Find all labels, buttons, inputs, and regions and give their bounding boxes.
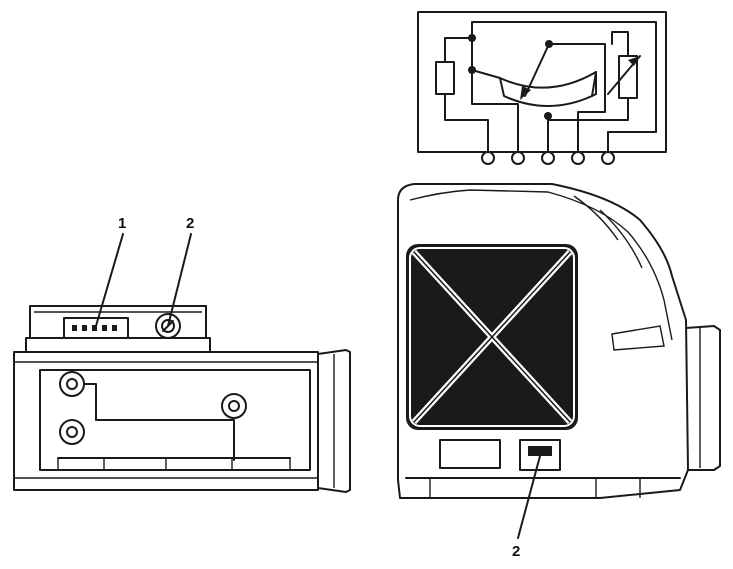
leader-line	[167, 233, 192, 327]
callout-screw-side: 2	[167, 215, 194, 327]
wire-fixed-bottom	[444, 93, 489, 153]
connector-pin	[82, 325, 87, 331]
callout-label-connector: 1	[118, 215, 126, 232]
potentiometer-track	[499, 71, 597, 107]
cross-brace-line	[413, 251, 571, 423]
connector-pin	[112, 325, 117, 331]
housing-base-plate	[25, 337, 211, 353]
inlet-duct	[685, 325, 721, 471]
mounting-boss	[221, 393, 247, 419]
body-rib	[83, 383, 235, 461]
adjusting-screw-cover	[519, 439, 561, 471]
potentiometer-wiper	[524, 43, 550, 97]
wire-variable	[547, 97, 629, 153]
adjusting-screw-head	[161, 319, 175, 333]
terminal-pin	[541, 151, 555, 165]
outlet-flange	[317, 349, 351, 493]
junction-dot	[544, 112, 552, 120]
mounting-boss-hole	[66, 426, 78, 438]
housing-slot	[611, 325, 665, 351]
junction-dot	[468, 34, 476, 42]
junction-dot	[468, 66, 476, 74]
front-base-ribs	[429, 478, 641, 498]
meter-body	[13, 351, 319, 491]
mounting-boss-hole	[66, 378, 78, 390]
connector-pin	[92, 325, 97, 331]
connector-pin	[72, 325, 77, 331]
callout-label-screw-front: 2	[512, 543, 520, 560]
wiring-schematic	[417, 11, 667, 165]
wire-fixed-top	[471, 37, 501, 79]
terminal-pin	[511, 151, 525, 165]
callout-label-screw-side: 2	[186, 215, 194, 232]
variable-resistor-arrowhead	[628, 56, 640, 66]
leader-line	[95, 233, 124, 327]
airflow-meter-side-view	[13, 305, 351, 493]
wire-track-left	[471, 69, 519, 153]
adjusting-screw	[155, 313, 181, 339]
junction-dot	[545, 40, 553, 48]
opening-rim	[409, 247, 575, 427]
schematic-frame	[417, 11, 667, 153]
lower-block	[439, 439, 501, 469]
mounting-boss	[59, 371, 85, 397]
housing-contour	[409, 189, 673, 341]
airflow-meter-front-view	[397, 183, 721, 499]
callout-screw-front: 2	[512, 455, 541, 560]
wire-outer	[444, 21, 657, 153]
wiper-arrowhead	[520, 86, 531, 100]
front-housing	[397, 183, 689, 499]
fixed-resistor	[435, 61, 455, 95]
callout-connector: 1	[95, 215, 126, 327]
body-inner-panel	[39, 369, 311, 471]
screw-cover-slot	[528, 446, 552, 456]
bottom-ribs	[57, 458, 291, 470]
housing-rib	[573, 195, 643, 269]
connector-pin	[102, 325, 107, 331]
wire-wiper	[548, 43, 606, 153]
mounting-boss-hole	[228, 400, 240, 412]
terminal-pin	[481, 151, 495, 165]
mounting-boss	[59, 419, 85, 445]
electrical-connector	[63, 317, 129, 339]
leader-line	[517, 455, 541, 539]
wire-track-right	[591, 71, 597, 97]
terminal-pin	[601, 151, 615, 165]
terminal-pin	[571, 151, 585, 165]
wire-variable-top	[611, 31, 629, 57]
